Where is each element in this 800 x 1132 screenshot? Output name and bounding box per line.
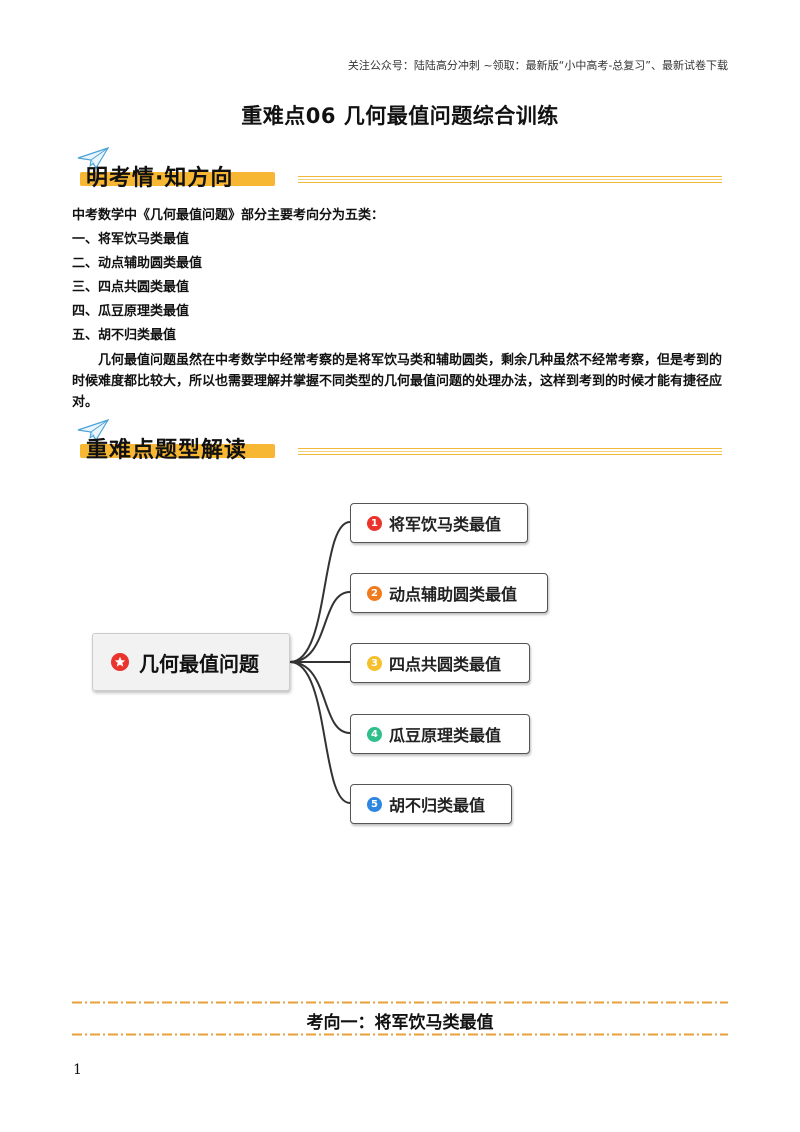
connector-line <box>289 591 351 663</box>
topic-heading: 考向一：将军饮马类最值 <box>306 1013 494 1033</box>
paper-plane-icon <box>77 146 110 170</box>
paper-plane-icon <box>77 418 110 442</box>
number-badge-icon: 5 <box>367 796 382 812</box>
number-badge-icon: 4 <box>367 726 382 742</box>
mindmap-branch-node: 3 四点共圆类最值 <box>350 643 530 683</box>
exam-trend-body: 中考数学中《几何最值问题》部分主要考向分为五类： 一、将军饮马类最值 二、动点辅… <box>72 204 728 413</box>
heading-highlight <box>80 172 275 186</box>
page-number: 1 <box>73 1062 82 1078</box>
intro-text: 中考数学中《几何最值问题》部分主要考向分为五类： <box>72 208 385 223</box>
section-heading-problem-types: 重难点题型解读 <box>72 418 722 470</box>
number-badge-icon: 3 <box>367 655 382 671</box>
section-heading-label: 重难点题型解读 <box>86 438 248 463</box>
dash-dot-rule-bottom <box>72 1033 728 1036</box>
mindmap-branch-node: 1 将军饮马类最值 <box>350 503 528 543</box>
mindmap-branch-node: 4 瓜豆原理类最值 <box>350 714 530 754</box>
branch-label: 瓜豆原理类最值 <box>389 726 502 745</box>
mindmap-branch-node: 2 动点辅助圆类最值 <box>350 573 548 613</box>
branch-label: 动点辅助圆类最值 <box>389 585 518 604</box>
branch-label: 将军饮马类最值 <box>389 515 502 534</box>
page-title: 重难点06 几何最值问题综合训练 <box>241 104 559 128</box>
number-badge-icon: 1 <box>367 515 382 531</box>
mindmap-branch-node: 5 胡不归类最值 <box>350 784 512 824</box>
heading-rule <box>298 448 722 455</box>
section-heading-label: 明考情·知方向 <box>86 166 234 191</box>
mindmap-root-node: 几何最值问题 <box>92 633 290 691</box>
connector-line <box>289 521 351 663</box>
root-label: 几何最值问题 <box>139 651 259 676</box>
branch-label: 胡不归类最值 <box>389 796 486 815</box>
dash-dot-rule-top <box>72 1001 728 1004</box>
header-note: 关注公众号：陆陆高分冲刺 ~领取：最新版“小中高考-总复习”、最新试卷下载 <box>347 59 728 72</box>
branch-label: 四点共圆类最值 <box>389 655 502 674</box>
list-item: 一、将军饮马类最值 <box>72 232 190 247</box>
heading-highlight <box>80 444 275 458</box>
summary-paragraph: 几何最值问题虽然在中考数学中经常考察的是将军饮马类和辅助圆类，剩余几种虽然不经常… <box>72 353 723 410</box>
connector-line <box>289 661 351 734</box>
list-item: 五、胡不归类最值 <box>72 328 177 343</box>
list-item: 四、瓜豆原理类最值 <box>72 304 190 319</box>
connector-line <box>289 661 351 804</box>
section-heading-exam-trend: 明考情·知方向 <box>72 146 722 198</box>
number-badge-icon: 2 <box>367 585 382 601</box>
list-item: 三、四点共圆类最值 <box>72 280 190 295</box>
list-item: 二、动点辅助圆类最值 <box>72 256 203 271</box>
star-icon <box>111 653 129 671</box>
heading-rule <box>298 176 722 183</box>
